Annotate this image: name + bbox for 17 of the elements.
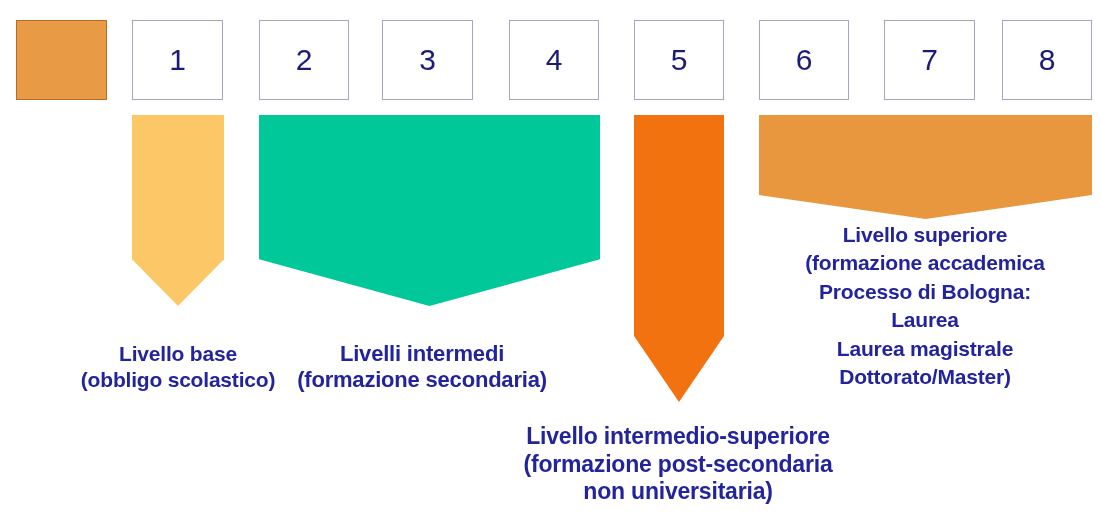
filled-square bbox=[16, 20, 107, 100]
level-number-box: 7 bbox=[884, 20, 975, 100]
level-number-box: 6 bbox=[759, 20, 849, 100]
level-pentagon bbox=[634, 115, 724, 402]
level-pentagon bbox=[132, 115, 224, 306]
level-number-box: 5 bbox=[634, 20, 724, 100]
level-number-box: 4 bbox=[509, 20, 599, 100]
level-caption: Livello base (obbligo scolastico) bbox=[80, 341, 276, 393]
level-caption: Livelli intermedi (formazione secondaria) bbox=[297, 341, 547, 393]
level-caption: Livello superiore (formazione accademica Processo di Bologna: Laurea Laurea magistrale Dottorato/Master) bbox=[805, 222, 1045, 391]
level-number-box: 3 bbox=[382, 20, 473, 100]
level-number-box: 8 bbox=[1002, 20, 1092, 100]
level-number-box: 1 bbox=[132, 20, 223, 100]
level-number-box: 2 bbox=[259, 20, 349, 100]
level-pentagon bbox=[259, 115, 600, 306]
level-pentagon bbox=[759, 115, 1092, 219]
level-caption: Livello intermedio-superiore (formazione post-secondaria non universitaria) bbox=[523, 423, 833, 506]
